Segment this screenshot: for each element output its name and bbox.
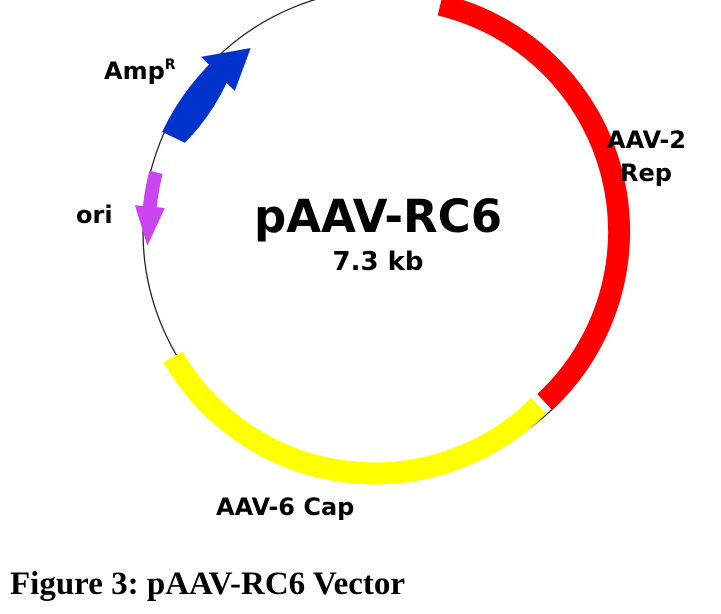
- plasmid-map: pAAV-RC6 7.3 kb AAV-2 Rep AAV-6 Cap AmpR…: [76, 0, 686, 521]
- cap-segment: [163, 351, 547, 485]
- figure-caption: Figure 3: pAAV-RC6 Vector: [10, 566, 406, 602]
- rep-label-line1: AAV-2: [607, 126, 686, 154]
- rep-segment: [437, 0, 631, 411]
- ori-label: ori: [76, 201, 113, 229]
- ampr-label: AmpR: [104, 57, 176, 85]
- rep-label-line2: Rep: [620, 159, 672, 187]
- plasmid-size: 7.3 kb: [332, 247, 423, 277]
- ampr-label-superscript: R: [165, 57, 176, 73]
- ori-arrow: [134, 170, 165, 246]
- ampr-label-main: Amp: [104, 57, 165, 85]
- plasmid-name: pAAV-RC6: [254, 190, 502, 243]
- ampr-arrow: [162, 48, 251, 143]
- cap-label: AAV-6 Cap: [216, 493, 354, 521]
